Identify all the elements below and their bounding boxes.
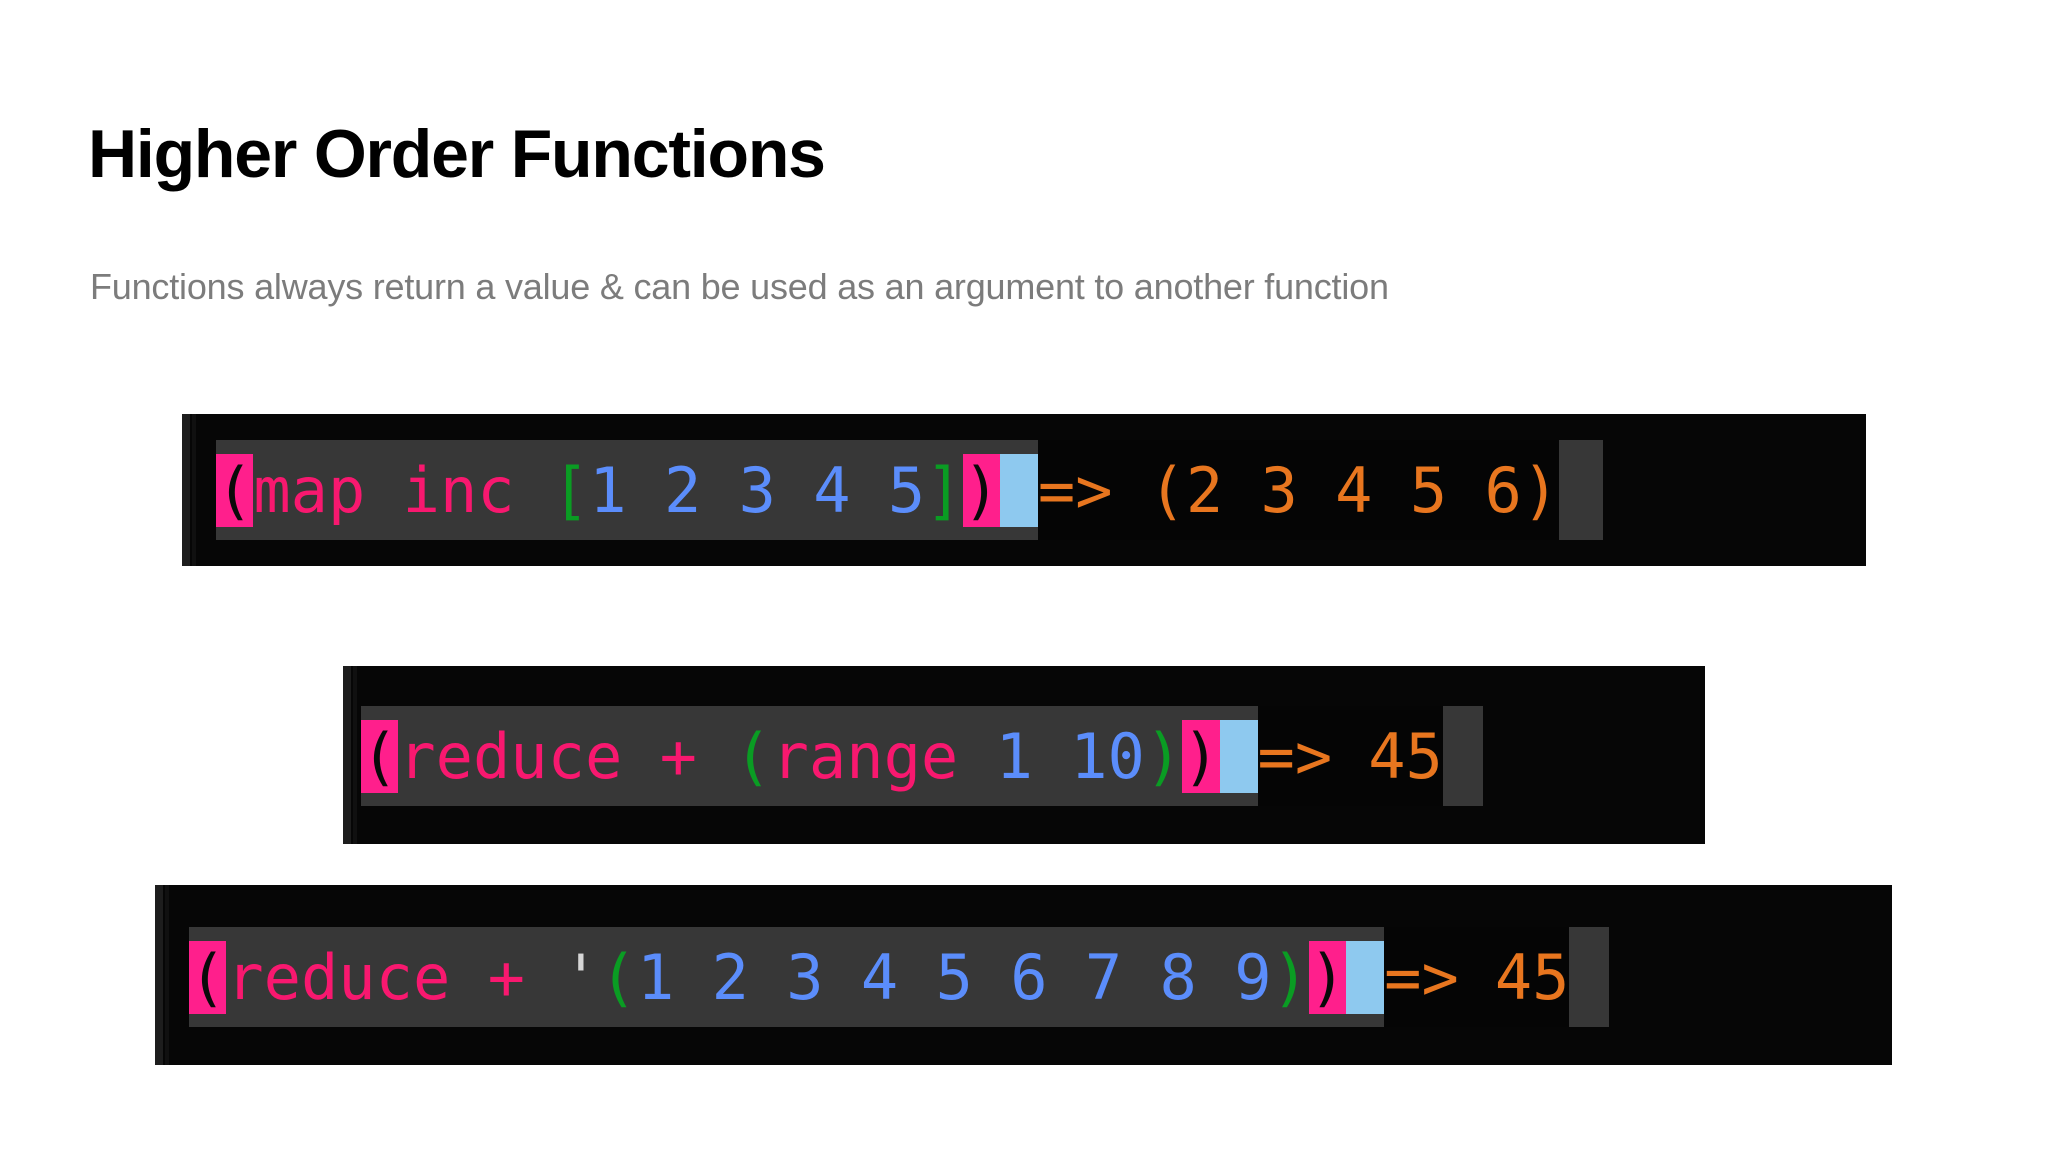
result-arrow: => bbox=[1384, 940, 1459, 1014]
result-arrow: => bbox=[1037, 453, 1113, 527]
code-line-tail bbox=[1559, 440, 1604, 540]
space bbox=[525, 941, 562, 1014]
fn-name-reduce: reduce bbox=[226, 940, 451, 1014]
result-arrow: => bbox=[1257, 719, 1333, 793]
matching-paren-highlight-open: ( bbox=[216, 453, 254, 527]
code-segment-3: (reduce + '(1 2 3 4 5 6 7 8 9)) bbox=[189, 927, 1385, 1027]
matching-paren-highlight-close: ) bbox=[1182, 719, 1220, 793]
code-line-tail bbox=[1569, 927, 1610, 1027]
page-subtitle: Functions always return a value & can be… bbox=[90, 266, 1389, 307]
text-cursor[interactable] bbox=[1219, 719, 1258, 793]
repl-block-1: (map inc [1 2 3 4 5]) => (2 3 4 5 6) bbox=[182, 414, 1866, 566]
matching-paren-highlight-close: ) bbox=[1308, 940, 1347, 1014]
space bbox=[627, 454, 664, 527]
inner-open-paren: ( bbox=[734, 719, 772, 793]
close-bracket: ] bbox=[925, 453, 963, 527]
result-value: 45 bbox=[1494, 940, 1570, 1014]
space bbox=[973, 941, 1010, 1014]
code-line-tail bbox=[1442, 706, 1483, 806]
space bbox=[824, 941, 861, 1014]
number-7: 7 bbox=[1084, 940, 1123, 1014]
number-2: 2 bbox=[711, 940, 749, 1014]
terminal-left-edge-inner bbox=[353, 666, 357, 844]
open-bracket: [ bbox=[551, 453, 590, 527]
terminal-left-edge bbox=[155, 885, 163, 1065]
repl-block-3: (reduce + '(1 2 3 4 5 6 7 8 9)) =>45 bbox=[155, 885, 1892, 1065]
repl-block-2: (reduce + (range 1 10)) =>45 bbox=[343, 666, 1705, 844]
result-value: 45 bbox=[1368, 719, 1443, 793]
inner-close-paren: ) bbox=[1144, 719, 1183, 793]
number-3: 3 bbox=[738, 453, 776, 527]
quote-mark: ' bbox=[562, 940, 600, 1014]
number-6: 6 bbox=[1010, 940, 1048, 1014]
space bbox=[515, 454, 552, 527]
text-cursor[interactable] bbox=[1346, 940, 1385, 1014]
space bbox=[1122, 941, 1159, 1014]
space bbox=[365, 454, 402, 527]
repl-line-3: (reduce + '(1 2 3 4 5 6 7 8 9)) =>45 bbox=[155, 927, 1892, 1027]
number-3: 3 bbox=[786, 940, 824, 1014]
number-5: 5 bbox=[887, 453, 926, 527]
output-segment-1: => (2 3 4 5 6) bbox=[1037, 440, 1560, 540]
repl-line-2: (reduce + (range 1 10)) =>45 bbox=[343, 706, 1705, 806]
number-5: 5 bbox=[935, 940, 973, 1014]
space bbox=[674, 941, 711, 1014]
fn-name-range: range bbox=[771, 719, 959, 793]
space bbox=[898, 941, 935, 1014]
space bbox=[701, 454, 738, 527]
terminal-left-edge bbox=[182, 414, 190, 566]
terminal-left-edge-inner bbox=[192, 414, 196, 566]
result-value: (2 3 4 5 6) bbox=[1148, 453, 1560, 527]
operator-plus: + bbox=[487, 940, 525, 1014]
text-cursor[interactable] bbox=[999, 453, 1038, 527]
space bbox=[622, 720, 659, 793]
space bbox=[851, 454, 888, 527]
space bbox=[1033, 720, 1070, 793]
terminal-left-edge-inner bbox=[165, 885, 169, 1065]
fn-name-reduce: reduce bbox=[398, 719, 623, 793]
inner-close-paren: ) bbox=[1271, 940, 1309, 1014]
space bbox=[749, 941, 786, 1014]
space bbox=[697, 720, 734, 793]
number-8: 8 bbox=[1159, 940, 1197, 1014]
operator-plus: + bbox=[659, 719, 697, 793]
space bbox=[958, 720, 995, 793]
fn-arg-inc: inc bbox=[402, 453, 515, 527]
number-9: 9 bbox=[1234, 940, 1272, 1014]
matching-paren-highlight-open: ( bbox=[361, 719, 399, 793]
inner-open-paren: ( bbox=[599, 940, 637, 1014]
repl-line-1: (map inc [1 2 3 4 5]) => (2 3 4 5 6) bbox=[182, 440, 1866, 540]
number-10: 10 bbox=[1070, 719, 1145, 793]
terminal-left-edge bbox=[343, 666, 351, 844]
number-4: 4 bbox=[860, 940, 899, 1014]
number-1: 1 bbox=[636, 940, 675, 1014]
number-2: 2 bbox=[663, 453, 702, 527]
output-segment-3: => 45 bbox=[1384, 927, 1570, 1027]
matching-paren-highlight-close: ) bbox=[962, 453, 1000, 527]
number-1: 1 bbox=[995, 719, 1033, 793]
page-title: Higher Order Functions bbox=[88, 116, 826, 192]
fn-name-map: map bbox=[253, 453, 366, 527]
space bbox=[1197, 941, 1234, 1014]
space bbox=[450, 941, 487, 1014]
space bbox=[1048, 941, 1085, 1014]
output-segment-2: => 45 bbox=[1257, 706, 1443, 806]
code-segment-1: (map inc [1 2 3 4 5]) bbox=[216, 440, 1038, 540]
code-segment-2: (reduce + (range 1 10)) bbox=[361, 706, 1258, 806]
number-1: 1 bbox=[589, 453, 627, 527]
space bbox=[776, 454, 813, 527]
number-4: 4 bbox=[813, 453, 851, 527]
matching-paren-highlight-open: ( bbox=[189, 940, 227, 1014]
